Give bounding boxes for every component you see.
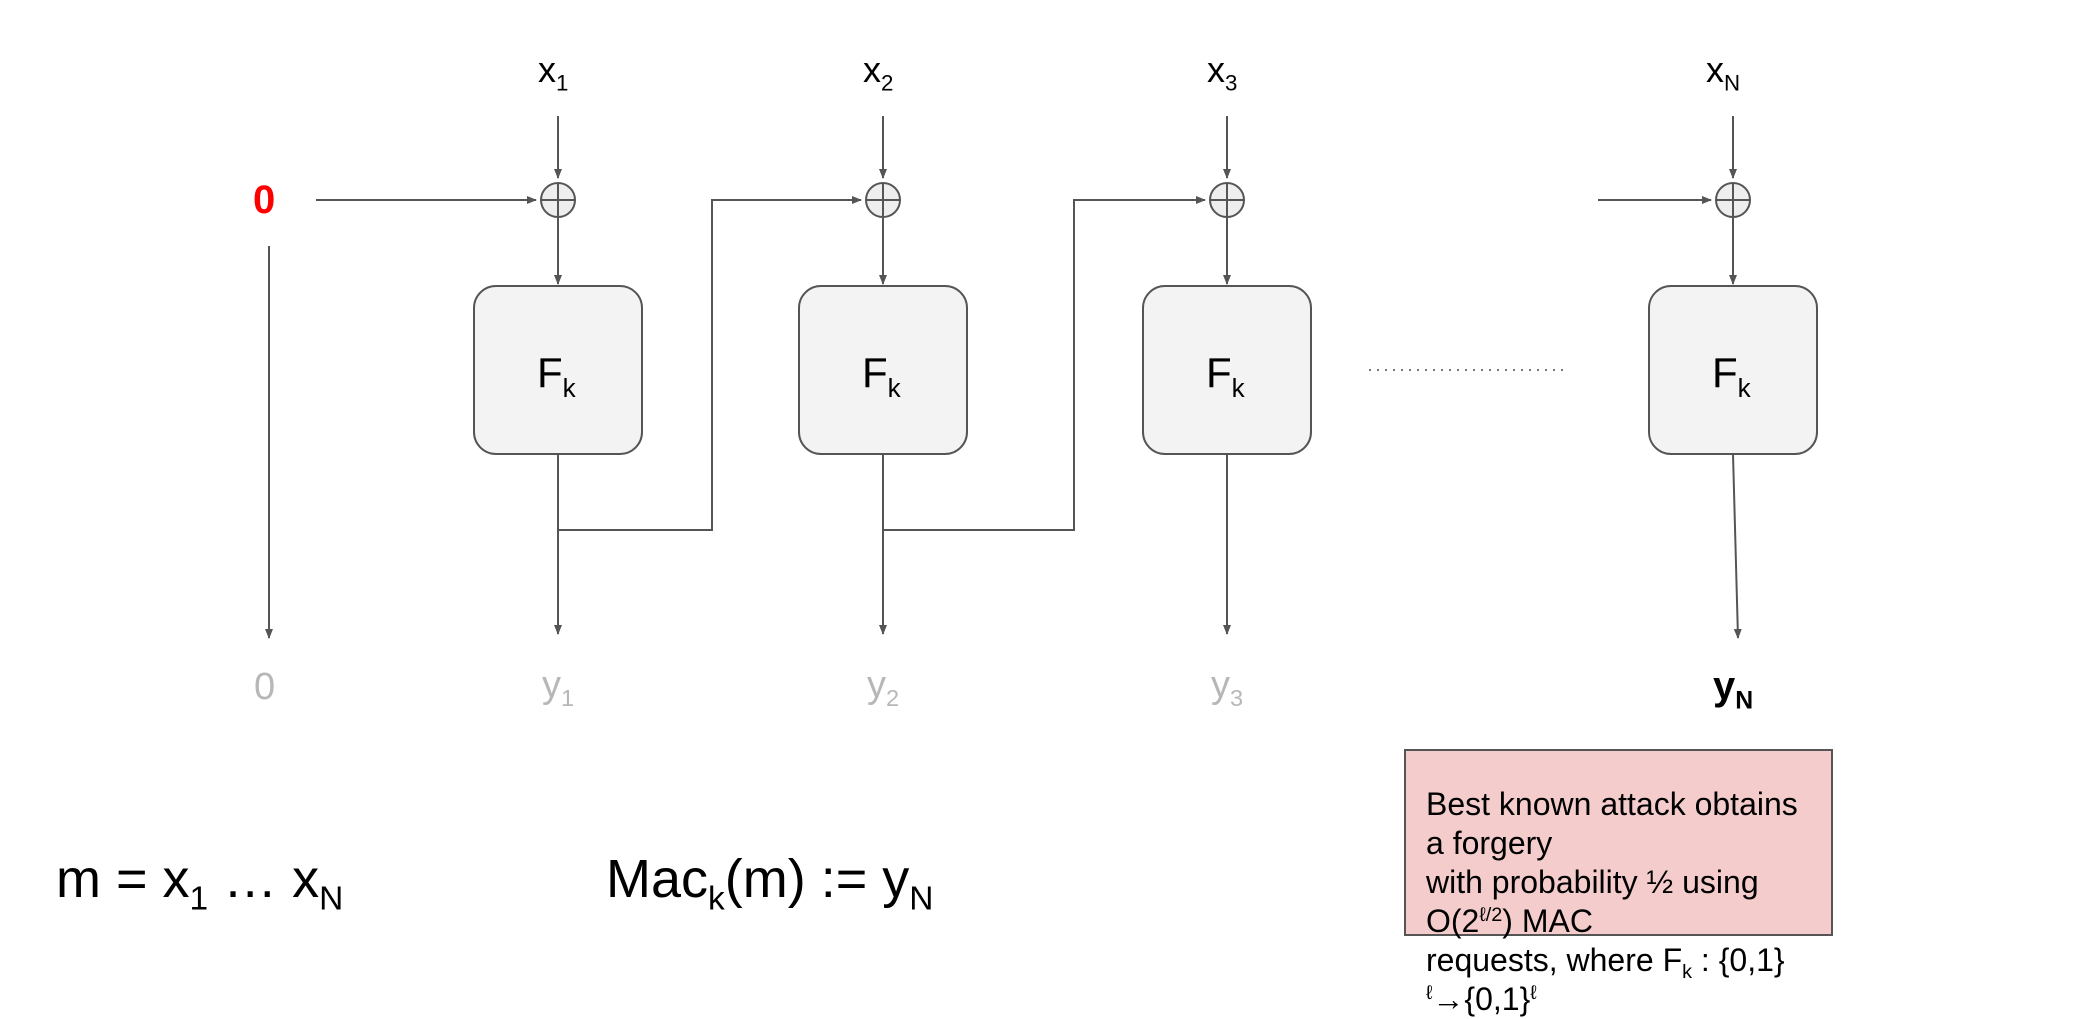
prf-label-2: Fk	[862, 349, 901, 403]
input-label-x2: x2	[863, 49, 894, 96]
chain-2-to-3	[883, 196, 1206, 531]
prf-label-1: Fk	[537, 349, 576, 403]
attack-note-box: Best known attack obtains a forgery with…	[1404, 749, 1833, 1017]
prf-block-3	[1142, 285, 1312, 455]
xor-node-n	[1715, 182, 1751, 218]
output-arrow-n	[1732, 453, 1742, 639]
chain-1-to-2	[558, 196, 862, 531]
input-label-x1: x1	[538, 49, 569, 96]
prf-block-n	[1648, 285, 1818, 455]
mac-formula: Mack(m) := yN	[606, 849, 934, 918]
note-line-3: requests, where Fk : {0,1}ℓ→{0,1}ℓ	[1426, 942, 1785, 1018]
prf-block-1	[473, 285, 643, 455]
output-label-y2: y2	[867, 664, 900, 711]
cbc-mac-diagram	[265, 116, 1818, 639]
note-line-1: Best known attack obtains a forgery	[1426, 786, 1798, 862]
prf-label-n: Fk	[1712, 349, 1751, 403]
output-label-y3: y3	[1211, 664, 1244, 711]
input-label-xn: xN	[1706, 49, 1741, 96]
note-line-2: with probability ½ using O(2ℓ/2) MAC	[1426, 864, 1759, 940]
xor-node-1	[540, 182, 576, 218]
output-label-y1: y1	[542, 664, 575, 711]
input-label-x3: x3	[1207, 49, 1238, 96]
output-label-yn: yN	[1713, 664, 1754, 715]
xor-node-3	[1209, 182, 1245, 218]
xor-node-2	[865, 182, 901, 218]
init-zero-label: 0	[253, 178, 276, 222]
prf-block-2	[798, 285, 968, 455]
output-label-0: 0	[254, 666, 276, 708]
prf-label-3: Fk	[1206, 349, 1245, 403]
message-formula: m = x1 … xN	[56, 849, 344, 918]
